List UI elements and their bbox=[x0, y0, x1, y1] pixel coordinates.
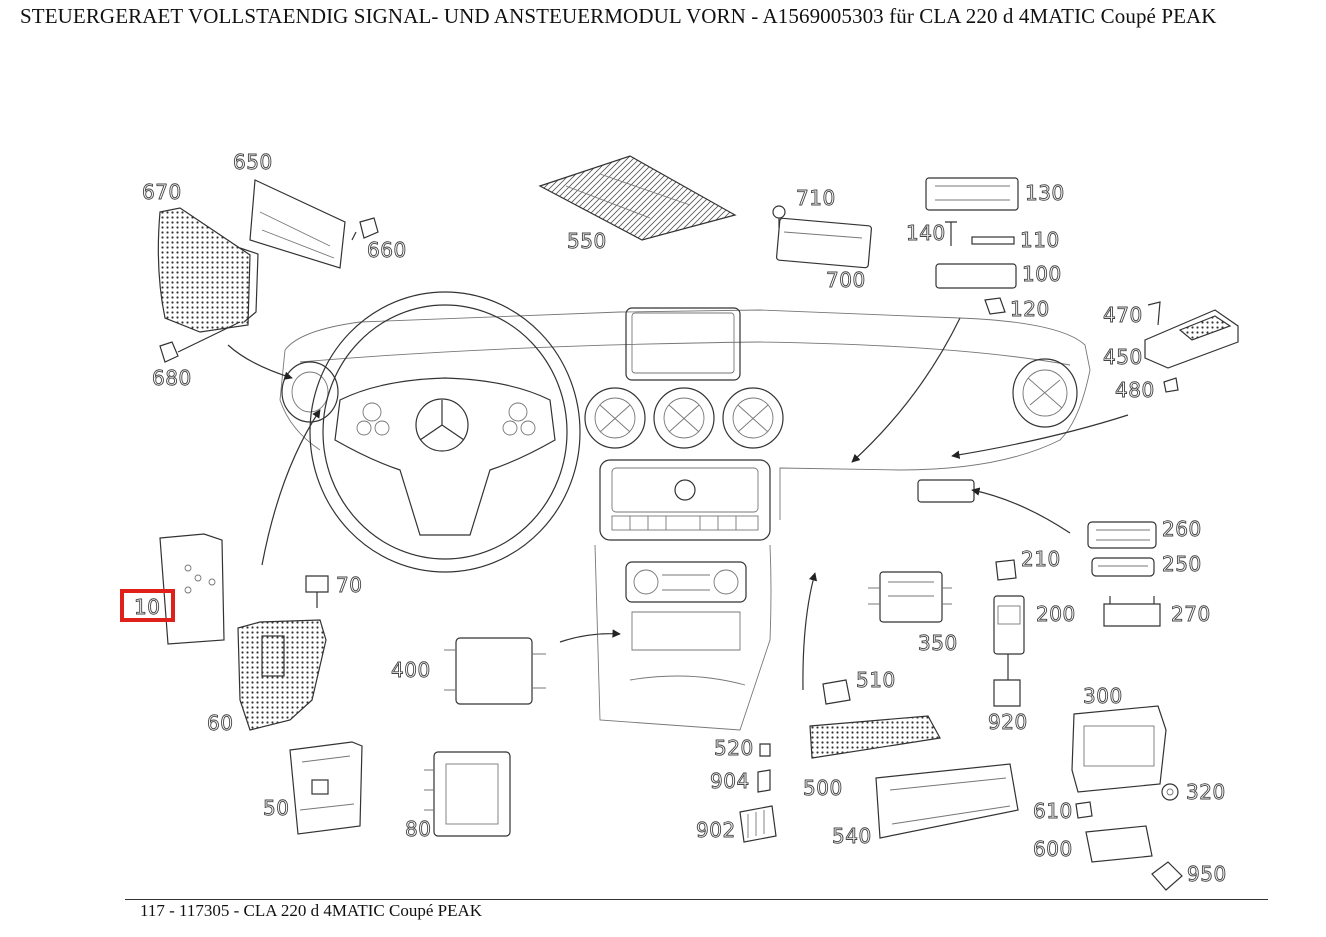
component-drawings bbox=[157, 155, 1239, 891]
part-label-120: 120 bbox=[1010, 297, 1050, 321]
part-label-140: 140 bbox=[906, 221, 946, 245]
part-label-680: 680 bbox=[152, 366, 192, 390]
page-title: STEUERGERAET VOLLSTAENDIG SIGNAL- UND AN… bbox=[20, 4, 1217, 28]
part-label-500: 500 bbox=[803, 776, 843, 800]
part-label-610: 610 bbox=[1033, 799, 1073, 823]
part-label-904: 904 bbox=[710, 769, 750, 793]
part-label-210: 210 bbox=[1021, 547, 1061, 571]
part-label-250: 250 bbox=[1162, 552, 1202, 576]
part-label-260: 260 bbox=[1162, 517, 1202, 541]
part-label-10: 10 bbox=[134, 595, 160, 619]
part-label-550: 550 bbox=[567, 229, 607, 253]
part-label-600: 600 bbox=[1033, 837, 1073, 861]
part-label-540: 540 bbox=[832, 824, 872, 848]
footer-caption: 117 - 117305 - CLA 220 d 4MATIC Coupé PE… bbox=[140, 901, 483, 920]
part-label-350: 350 bbox=[918, 631, 958, 655]
part-label-710: 710 bbox=[796, 186, 836, 210]
part-label-130: 130 bbox=[1025, 181, 1065, 205]
part-label-700: 700 bbox=[826, 268, 866, 292]
part-label-480: 480 bbox=[1115, 378, 1155, 402]
part-label-400: 400 bbox=[391, 658, 431, 682]
part-label-450: 450 bbox=[1103, 345, 1143, 369]
part-label-110: 110 bbox=[1020, 228, 1060, 252]
part-label-80: 80 bbox=[405, 817, 431, 841]
pointer-arrows bbox=[227, 317, 1129, 691]
dashboard-drawing bbox=[279, 291, 1091, 731]
part-label-520: 520 bbox=[714, 736, 754, 760]
part-labels: 10 50 60 70 80 100 110 120 130 140 200 2… bbox=[134, 150, 1227, 887]
footer-divider bbox=[125, 899, 1268, 900]
part-label-950: 950 bbox=[1187, 862, 1227, 886]
highlight-box bbox=[120, 589, 175, 622]
part-label-510: 510 bbox=[856, 668, 896, 692]
part-label-60: 60 bbox=[207, 711, 233, 735]
part-label-50: 50 bbox=[263, 796, 289, 820]
part-label-660: 660 bbox=[367, 238, 407, 262]
part-label-920: 920 bbox=[988, 710, 1028, 734]
part-label-670: 670 bbox=[142, 180, 182, 204]
part-label-902: 902 bbox=[696, 818, 736, 842]
part-label-300: 300 bbox=[1083, 684, 1123, 708]
part-label-200: 200 bbox=[1036, 602, 1076, 626]
part-label-70: 70 bbox=[336, 573, 362, 597]
part-label-320: 320 bbox=[1186, 780, 1226, 804]
part-label-650: 650 bbox=[233, 150, 273, 174]
part-label-470: 470 bbox=[1103, 303, 1143, 327]
part-label-100: 100 bbox=[1022, 262, 1062, 286]
part-label-270: 270 bbox=[1171, 602, 1211, 626]
